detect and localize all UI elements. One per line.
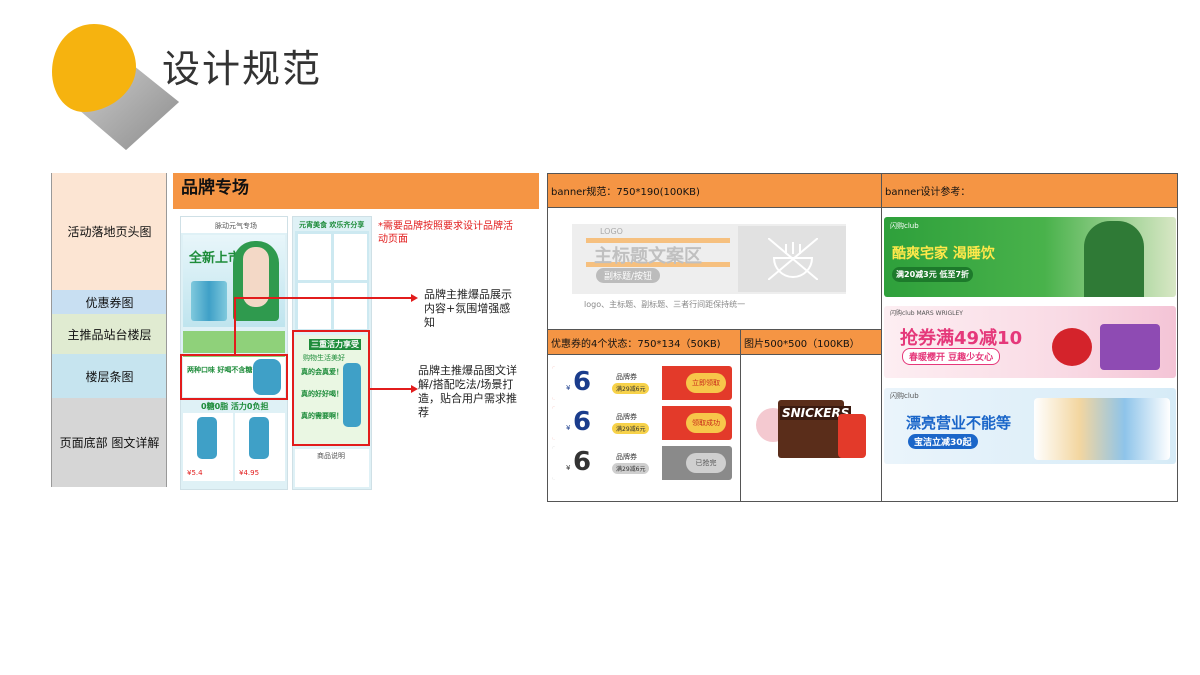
annotation-main-product: 品牌主推爆品展示内容+氛围增强感知 xyxy=(424,288,512,329)
top-grid-item-2 xyxy=(334,234,367,280)
product-brand-text: SNICKERS xyxy=(780,406,852,420)
banner-ref-header: banner设计参考： xyxy=(881,173,1178,208)
coupon-name: 品牌券 xyxy=(616,373,637,381)
banner-2-brand: 闪购club MARS WRIGLEY xyxy=(890,310,963,317)
ref-banner-1: 闪购club 酷爽宅家 渴睡饮 满20减3元 低至7折 xyxy=(884,217,1176,297)
connector-bottom xyxy=(370,388,412,390)
mid-bottle xyxy=(343,363,361,427)
item-2-text: 真的好好喝！ xyxy=(301,390,343,398)
banner-3-sub: 宝洁立减30起 xyxy=(908,434,978,449)
banner-2-pack xyxy=(1100,324,1160,370)
coupon-amount: 6 xyxy=(573,367,592,397)
image-placeholder-icon xyxy=(768,238,818,280)
top-grid-item-1 xyxy=(298,234,331,280)
label-header-image: 活动落地页头图 xyxy=(51,173,167,290)
footer-text: 商品说明 xyxy=(317,452,345,460)
product-price-2: ¥4.95 xyxy=(239,469,260,477)
coupon-name: 品牌券 xyxy=(616,453,637,461)
phone-nav-bar xyxy=(181,217,287,233)
phone-nav-title: 脉动元气专场 xyxy=(215,222,257,230)
banner-1-person xyxy=(1084,221,1144,297)
connector-vertical xyxy=(234,298,236,354)
item-3-text: 真的需要啊！ xyxy=(301,412,343,420)
product-cup xyxy=(838,414,866,458)
product-img-2 xyxy=(249,417,269,459)
banner-2-candy xyxy=(1052,328,1092,366)
phone-mock-right: 元宵美食 欢乐齐分享 三重活力享受 购物生活美好 真的会真爱！ 真的好好喝！ 真… xyxy=(292,216,372,490)
banner-spec-header: banner规范：750*190(100KB) xyxy=(547,173,882,208)
product-price-1: ¥5.4 xyxy=(187,469,203,477)
highlight-detail-box xyxy=(292,330,370,446)
mid-sub: 购物生活美好 xyxy=(303,354,345,362)
coupon-name: 品牌券 xyxy=(616,413,637,421)
banner-3-main: 漂亮营业不能等 xyxy=(906,414,1012,432)
page-title: 设计规范 xyxy=(162,47,323,91)
label-coupon: 优惠券图 xyxy=(51,290,167,314)
hero-bottles xyxy=(191,281,227,321)
coupon-gone: ¥ 6 品牌券 满29减6元 已抢完 xyxy=(552,446,732,480)
ref-banner-2: 闪购club MARS WRIGLEY 抢券满49减10 春暖樱开 豆趣少女心 xyxy=(884,306,1176,378)
connector-top-arrowhead xyxy=(411,294,418,302)
coupon-amount: 6 xyxy=(573,407,592,437)
image-col-divider xyxy=(881,208,882,502)
top-banner-text: 元宵美食 欢乐齐分享 xyxy=(299,221,365,229)
feature-text: 两种口味 好喝不含糖 xyxy=(187,366,253,374)
coupon-rule: 满29减6元 xyxy=(612,423,650,434)
claim-now-button[interactable]: 立即领取 xyxy=(686,373,726,393)
claimed-button[interactable]: 领取成功 xyxy=(686,413,726,433)
label-main-product-floor: 主推品站台楼层 xyxy=(51,314,167,354)
coupon-active: ¥ 6 品牌券 满29减6元 立即领取 xyxy=(552,366,732,400)
coupon-success: ¥ 6 品牌券 满29减6元 领取成功 xyxy=(552,406,732,440)
banner-3-brand: 闪购club xyxy=(890,392,919,400)
design-note: *需要品牌按照要求设计品牌活动页面 xyxy=(378,221,513,245)
banner-2-main: 抢券满49减10 xyxy=(900,328,1023,349)
mid-banner-title: 三重活力享受 xyxy=(309,339,361,350)
coupon-amount: 6 xyxy=(573,447,592,477)
coupon-yen: ¥ xyxy=(566,464,571,472)
coupon-yen: ¥ xyxy=(566,384,571,392)
feature-bottle xyxy=(253,359,281,395)
placeholder-logo: LOGO xyxy=(600,227,623,236)
placeholder-stripe-1 xyxy=(586,238,730,243)
label-bottom-detail: 页面底部 图文详解 xyxy=(51,398,167,487)
coupon-spec-header: 优惠券的4个状态：750*134（50KB) xyxy=(547,329,741,355)
footer-block xyxy=(295,449,369,487)
image-spec-header: 图片500*500（100KB） xyxy=(740,329,882,355)
title-decoration xyxy=(52,24,179,150)
placeholder-main-title: 主标题文案区 xyxy=(594,246,702,267)
label-floor-bar: 楼层条图 xyxy=(51,354,167,398)
product-img-1 xyxy=(197,417,217,459)
connector-top xyxy=(234,297,412,299)
top-grid-item-4 xyxy=(334,283,367,329)
banner-1-sub: 满20减3元 低至7折 xyxy=(892,267,974,282)
ref-banner-3: 闪购club 漂亮营业不能等 宝洁立减30起 xyxy=(884,388,1176,464)
banner-3-products xyxy=(1034,398,1170,460)
product-image: SNICKERS xyxy=(754,386,870,470)
phone-mock-left: 脉动元气专场 全新上市 0糖0脂 活力0负担 两种口味 好喝不含糖 ¥5.4 ¥… xyxy=(180,216,288,490)
item-1-text: 真的会真爱！ xyxy=(301,368,343,376)
label-column-border xyxy=(166,173,167,487)
banner-1-brand: 闪购club xyxy=(890,222,919,230)
coupon-rule: 满29减6元 xyxy=(612,383,650,394)
placeholder-subtitle: 副标题/按钮 xyxy=(596,268,661,283)
coupon-col-divider xyxy=(740,329,741,502)
hero-headline: 全新上市 xyxy=(189,251,242,266)
placeholder-note: logo、主标题、副标题、三者行间距保持统一 xyxy=(584,300,746,309)
banner-1-main: 酷爽宅家 渴睡饮 xyxy=(892,246,995,262)
coupon-yen: ¥ xyxy=(566,424,571,432)
top-grid-item-3 xyxy=(298,283,331,329)
highlight-feature-box xyxy=(180,354,288,400)
connector-bottom-arrowhead xyxy=(411,385,418,393)
coupon-rule: 满29减6元 xyxy=(612,463,650,474)
banner-2-sub: 春暖樱开 豆趣少女心 xyxy=(902,348,1001,365)
sold-out-button[interactable]: 已抢完 xyxy=(686,453,726,473)
annotation-detail: 品牌主推爆品图文详解/搭配吃法/场景打造，贴合用户需求推荐 xyxy=(418,364,517,419)
placeholder-stripe-2 xyxy=(586,262,730,267)
floor-title: 0糖0脂 活力0负担 xyxy=(201,402,269,411)
brand-section-header: 品牌专场 xyxy=(173,173,539,209)
